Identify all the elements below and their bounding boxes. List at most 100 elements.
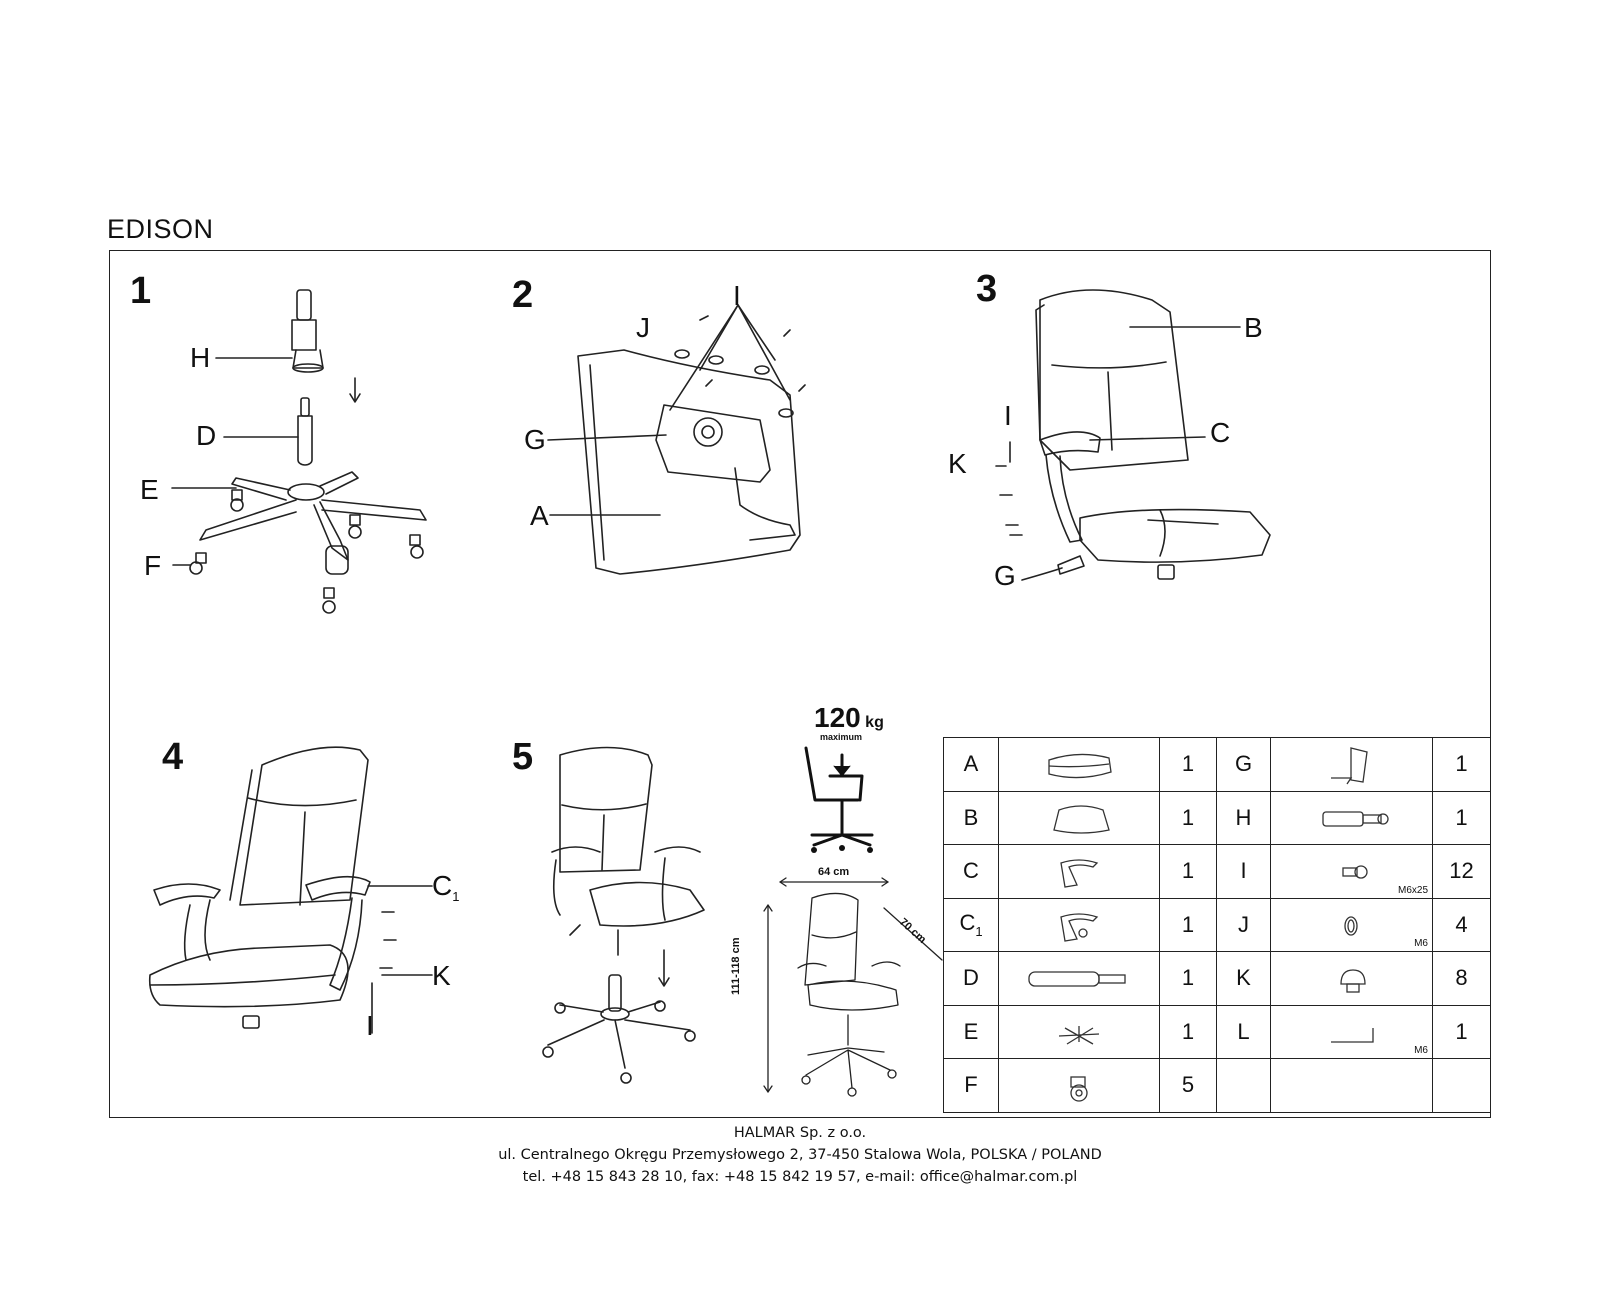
part-id-text: F <box>964 1072 978 1098</box>
part-thumbnail <box>1340 969 1366 993</box>
part-id-text: C <box>959 910 976 936</box>
step4-label-k: K <box>432 960 451 991</box>
dimension-chair <box>763 877 943 1097</box>
weight-pictogram <box>804 746 874 853</box>
footer: HALMAR Sp. z o.o. ul. Centralnego Okręgu… <box>0 1122 1600 1188</box>
part-qty-text: 1 <box>1181 858 1195 884</box>
part-qty-text: 8 <box>1455 965 1468 991</box>
max-weight-unit: kg <box>865 714 884 731</box>
parts-row: D 1 K 8 <box>943 951 1491 1006</box>
step3-illustration <box>995 289 1271 581</box>
part-qty-text: 1 <box>1455 1018 1468 1044</box>
part-id-text: J <box>1238 911 1249 937</box>
part-id-text: G <box>1234 751 1253 777</box>
part-thumbnail <box>1331 747 1368 785</box>
part-thumbnail <box>1342 865 1368 879</box>
part-id-text: H <box>1235 804 1252 830</box>
step1-label-f: F <box>144 550 162 581</box>
part-id: K <box>1216 951 1271 1006</box>
part-thumbnail <box>1053 805 1110 834</box>
part-id-text: D <box>963 965 979 991</box>
part-image: M6 <box>1270 1004 1433 1059</box>
part-id-text: I <box>1240 858 1247 884</box>
part-qty: 5 <box>1159 1058 1217 1113</box>
part-image <box>998 1058 1160 1113</box>
part-thumbnail <box>1058 1025 1100 1045</box>
part-qty-text: 1 <box>1181 751 1195 777</box>
step4-label-c-subscript: 1 <box>452 889 460 904</box>
part-id: I <box>1216 844 1271 899</box>
part-image <box>998 1004 1160 1059</box>
part-image <box>1270 1058 1433 1113</box>
part-id: C <box>943 844 999 899</box>
max-weight-value: 120 <box>814 702 861 733</box>
part-qty: 12 <box>1432 844 1491 899</box>
part-qty-text: 1 <box>1181 965 1195 991</box>
part-thumbnail <box>1060 913 1099 942</box>
part-image <box>1270 951 1433 1006</box>
part-qty-text: 5 <box>1181 1072 1195 1098</box>
part-id <box>1216 1058 1271 1113</box>
part-qty-text: 1 <box>1455 751 1468 777</box>
step2-label-j: J <box>636 312 650 343</box>
step-number-3: 3 <box>976 268 998 310</box>
step1-label-e: E <box>140 474 159 505</box>
part-id-text: K <box>1236 965 1251 991</box>
step3-label-i: I <box>1004 400 1012 431</box>
part-id-text: B <box>963 804 979 830</box>
part-qty: 1 <box>1432 790 1491 845</box>
part-id: F <box>943 1058 999 1113</box>
step-number-1: 1 <box>130 270 152 312</box>
part-thumbnail <box>1070 1076 1088 1102</box>
part-id: G <box>1216 737 1271 792</box>
step4-illustration <box>148 746 433 1034</box>
step1-label-h: H <box>190 342 211 373</box>
part-qty-text: 12 <box>1449 858 1474 884</box>
part-qty <box>1432 1058 1491 1113</box>
part-size: M6 <box>1414 938 1428 949</box>
part-qty: 1 <box>1159 844 1217 899</box>
step2-label-g: G <box>524 424 546 455</box>
part-id-text: L <box>1237 1018 1250 1044</box>
part-id: A <box>943 737 999 792</box>
step4-label-c1: C1 <box>432 870 459 904</box>
step2-label-i: I <box>733 280 741 311</box>
part-image <box>998 844 1160 899</box>
part-id-text: A <box>963 751 979 777</box>
part-image <box>998 951 1160 1006</box>
step1-label-d: D <box>196 420 217 451</box>
step3-label-b: B <box>1244 312 1263 343</box>
parts-row: A 1 G 1 <box>943 737 1491 792</box>
part-qty-text: 1 <box>1181 804 1195 830</box>
part-qty: 1 <box>1159 1004 1217 1059</box>
part-size: M6 <box>1414 1045 1428 1056</box>
dimension-height: 111-118 cm <box>730 937 742 995</box>
part-qty: 1 <box>1432 737 1491 792</box>
part-qty-text: 1 <box>1181 1018 1195 1044</box>
part-qty: 1 <box>1159 790 1217 845</box>
part-id: L <box>1216 1004 1271 1059</box>
part-id-text: C <box>963 858 979 884</box>
max-weight: 120 kg maximum <box>814 702 884 742</box>
part-id-subscript: 1 <box>975 924 983 940</box>
part-image <box>1270 790 1433 845</box>
part-id-text: E <box>963 1018 979 1044</box>
step-number-2: 2 <box>512 274 534 316</box>
parts-row: E 1 L M6 1 <box>943 1004 1491 1059</box>
part-id: D <box>943 951 999 1006</box>
part-id: C1 <box>943 897 999 952</box>
part-image <box>1270 737 1433 792</box>
part-id: B <box>943 790 999 845</box>
part-image <box>998 790 1160 845</box>
part-thumbnail <box>1344 916 1358 936</box>
footer-address: ul. Centralnego Okręgu Przemysłowego 2, … <box>498 1147 1102 1163</box>
step4-label-i: I <box>366 1010 374 1041</box>
step2-illustration <box>547 304 806 575</box>
part-id: J <box>1216 897 1271 952</box>
step1-illustration <box>171 289 427 614</box>
part-image: M6 <box>1270 897 1433 952</box>
